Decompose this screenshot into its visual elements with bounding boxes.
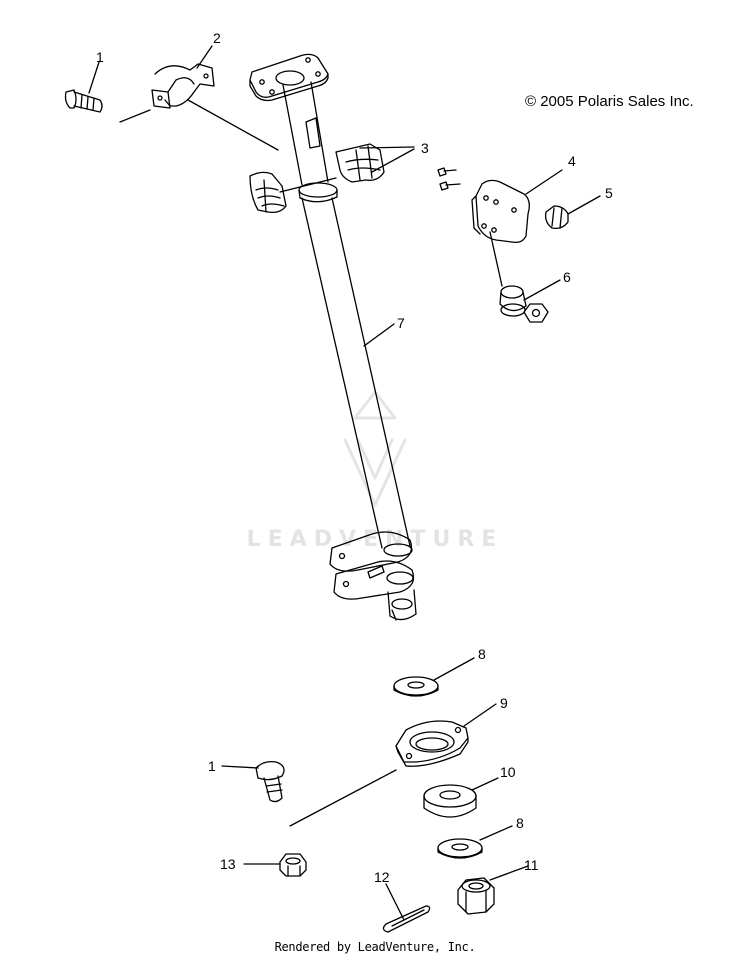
- part-12-cotter-pin: [382, 905, 431, 933]
- copyright-notice: © 2005 Polaris Sales Inc.: [525, 93, 694, 110]
- leader-2b: [119, 109, 151, 123]
- callout-5: 5: [605, 185, 613, 201]
- leader-8b: [479, 825, 513, 841]
- callout-2: 2: [213, 30, 221, 46]
- leader-4: [525, 169, 563, 195]
- leader-2c: [187, 99, 279, 151]
- part-5-bushing: [544, 205, 569, 230]
- leader-6: [523, 279, 561, 301]
- callout-10: 10: [500, 764, 516, 780]
- callout-7: 7: [397, 315, 405, 331]
- part-9-flange-bearing: [395, 720, 469, 767]
- part-7-steering-post: [249, 53, 417, 621]
- leader-3a: [359, 146, 415, 149]
- part-13-nut: [279, 853, 307, 877]
- screw-small-pair: [437, 167, 461, 191]
- leader-10: [471, 777, 499, 791]
- callout-8-upper: 8: [478, 646, 486, 662]
- leader-1c: [289, 769, 397, 827]
- callout-9: 9: [500, 695, 508, 711]
- callout-11: 11: [524, 857, 539, 873]
- part-11-castle-nut: [457, 877, 495, 915]
- leader-4b: [489, 231, 503, 287]
- part-1-bolt-bottom: [255, 760, 285, 803]
- leader-1b: [221, 765, 259, 769]
- callout-3: 3: [421, 140, 429, 156]
- callout-1-bottom: 1: [208, 758, 216, 774]
- leader-3b: [371, 148, 415, 173]
- part-1-bolt-top: [64, 89, 103, 113]
- leader-7: [363, 323, 395, 347]
- nut-small: [523, 303, 549, 323]
- leader-2: [196, 45, 213, 69]
- callout-4: 4: [568, 153, 576, 169]
- part-2-clamp: [151, 63, 215, 109]
- footer-credit: Rendered by LeadVenture, Inc.: [274, 940, 476, 954]
- part-6-spacer: [499, 285, 527, 317]
- watermark-text: LEADVENTURE: [246, 527, 504, 552]
- part-3-bushing-right: [335, 143, 385, 183]
- leader-1a: [88, 61, 100, 94]
- callout-1-top: 1: [96, 49, 104, 65]
- leader-3c: [279, 177, 337, 193]
- part-3-bushing-left: [249, 171, 287, 214]
- watermark-logo-icon: [343, 390, 407, 507]
- callout-6: 6: [563, 269, 571, 285]
- part-8-washer-upper: [393, 676, 439, 697]
- leader-8a: [433, 657, 475, 681]
- callout-13: 13: [220, 856, 236, 872]
- leader-12: [385, 883, 405, 921]
- part-4-bracket-plate: [471, 179, 530, 244]
- leader-5: [567, 195, 601, 215]
- leader-9: [463, 703, 497, 727]
- part-8-washer-lower: [437, 838, 483, 859]
- callout-12: 12: [374, 869, 390, 885]
- leader-11: [489, 865, 529, 881]
- part-10-spacer-ring: [423, 784, 477, 818]
- callout-8-lower: 8: [516, 815, 524, 831]
